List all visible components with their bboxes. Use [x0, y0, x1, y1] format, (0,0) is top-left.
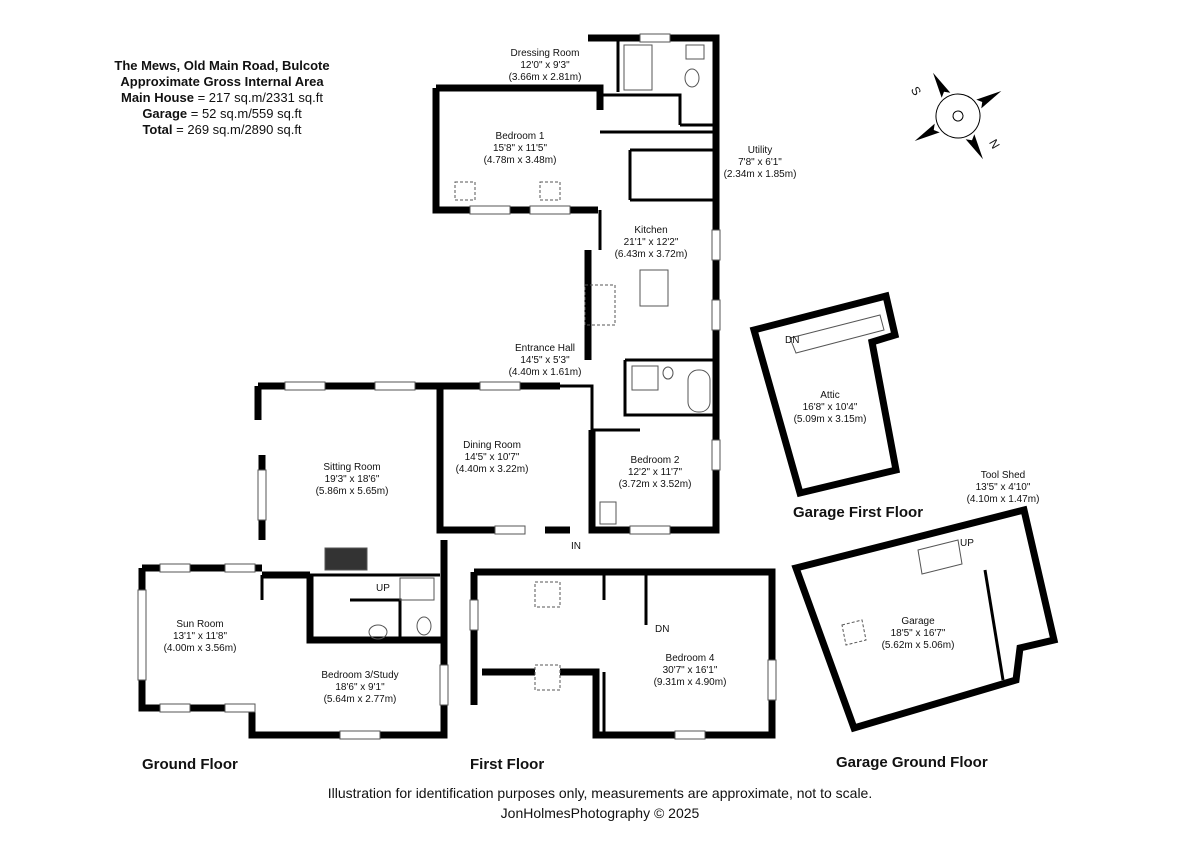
entrance-in-tag: IN — [571, 541, 581, 552]
total-area: Total = 269 sq.m/2890 sq.ft — [142, 122, 302, 137]
garage-walls — [791, 505, 1059, 733]
garage-inner — [983, 569, 1005, 681]
area-summary: The Mews, Old Main Road, Bulcote Approxi… — [92, 58, 352, 138]
garage-features — [841, 539, 963, 646]
attic-stairs — [789, 314, 885, 354]
first-floor-walls — [470, 568, 776, 739]
garage-stairs-up-tag: UP — [960, 538, 974, 549]
first-floor-inner — [602, 575, 648, 735]
property-address: The Mews, Old Main Road, Bulcote — [114, 58, 330, 73]
disclaimer-text: Illustration for identification purposes… — [327, 785, 873, 801]
area-subtitle: Approximate Gross Internal Area — [120, 74, 324, 89]
attic-stairs-down-tag: DN — [785, 335, 800, 346]
garage-area: Garage = 52 sq.m/559 sq.ft — [142, 106, 302, 121]
main-house-area: Main House = 217 sq.m/2331 sq.ft — [121, 90, 323, 105]
attic-walls — [749, 291, 901, 498]
floor-label-garage-ground: Garage Ground Floor — [836, 754, 988, 771]
credit-text: JonHolmesPhotography © 2025 — [500, 805, 700, 821]
floor-label-garage-first: Garage First Floor — [793, 504, 924, 521]
floor-label-first: First Floor — [470, 756, 545, 773]
first-floor-windows — [469, 581, 777, 740]
compass-icon — [914, 72, 1002, 160]
windows — [137, 33, 721, 740]
fixtures — [324, 44, 711, 640]
floor-label-ground: Ground Floor — [142, 756, 238, 773]
ground-floor-inner-walls — [260, 40, 716, 640]
stairs-up-tag: UP — [376, 583, 390, 594]
stairs-down-tag: DN — [655, 624, 670, 635]
